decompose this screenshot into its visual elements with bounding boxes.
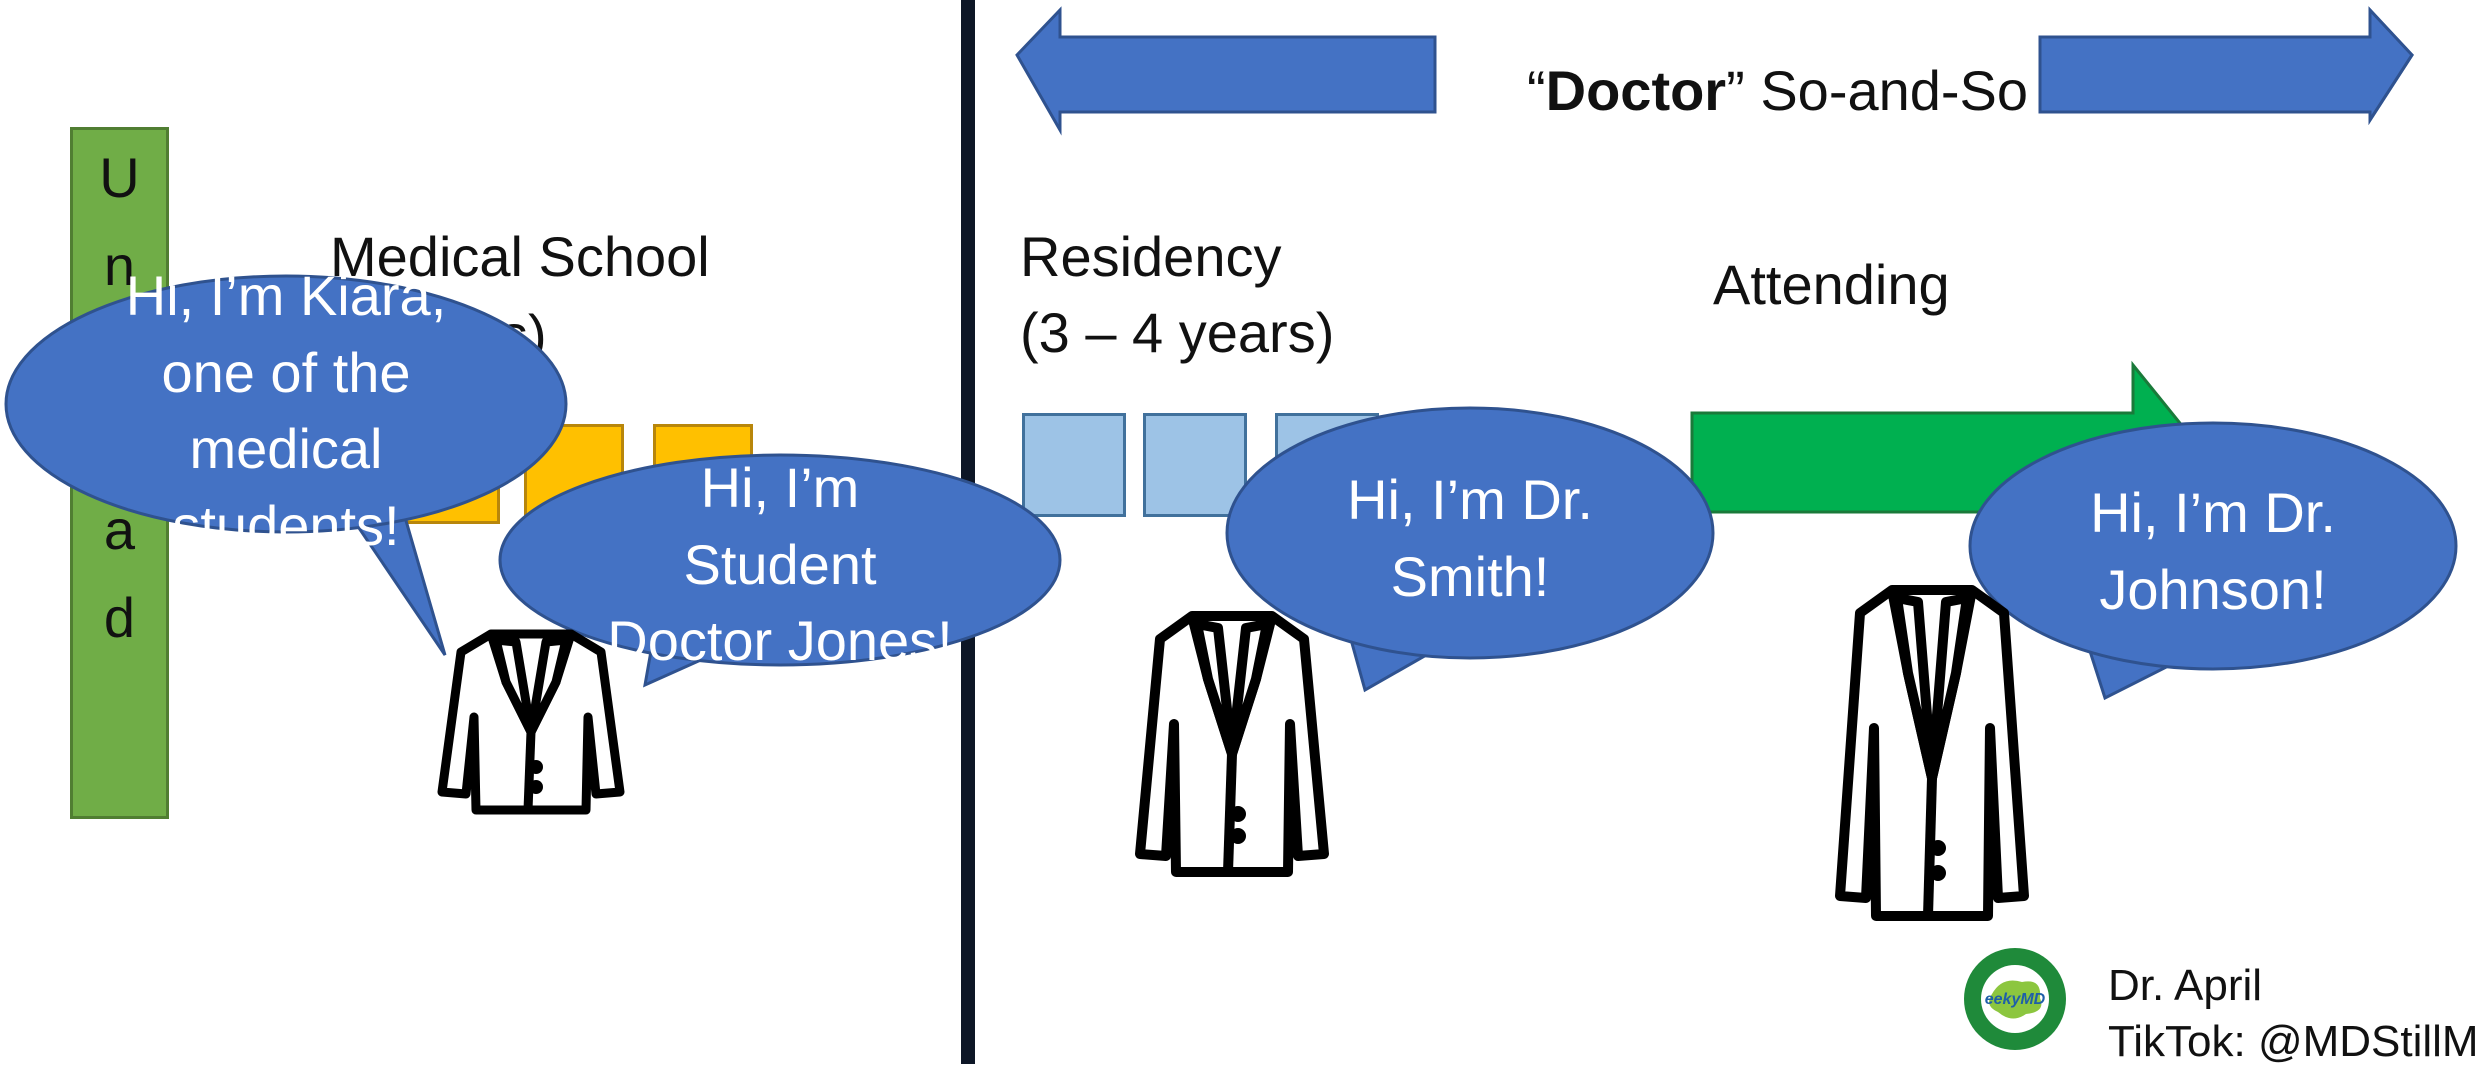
- credit-name: Dr. April: [2108, 961, 2263, 1010]
- bubble-line: Hi, I’m Dr.: [1347, 468, 1593, 531]
- bubble-line: Smith!: [1390, 544, 1550, 608]
- credit-block: Dr. April TikTok: @MDStillM: [2108, 958, 2479, 1070]
- logo-text: eekyMD: [1985, 991, 2046, 1008]
- jones-bubble-text: Hi, I’m Student Doctor Jones!: [607, 450, 953, 680]
- bubble-line: Hi, I’m: [700, 456, 860, 519]
- bubble-line: Hi, I’m Kiara,: [125, 264, 447, 327]
- bubble-line: students!: [172, 494, 400, 558]
- residency-year-block: [1022, 413, 1126, 517]
- kiara-speech-bubble: [4, 274, 568, 656]
- eekymd-logo-icon: eekyMD: [1964, 948, 2066, 1050]
- residency-year-block: [1143, 413, 1247, 517]
- doctor-quote-rest: ” So-and-So: [1726, 59, 2029, 122]
- smith-speech-bubble: [1225, 406, 1715, 693]
- smith-bubble-text: Hi, I’m Dr. Smith!: [1347, 462, 1593, 615]
- jones-speech-bubble: [498, 453, 1062, 688]
- undergrad-letter: U: [99, 146, 140, 209]
- johnson-speech-bubble: [1968, 421, 2458, 701]
- left-arrow-icon: [1015, 6, 1437, 136]
- doctor-so-and-so-label: “Doctor” So-and-So: [1527, 56, 2028, 126]
- bubble-line: one of the: [161, 340, 411, 404]
- johnson-bubble-text: Hi, I’m Dr. Johnson!: [2090, 475, 2336, 628]
- bubble-line: Doctor Jones!: [607, 609, 953, 673]
- doctor-quote-open: “: [1527, 59, 1546, 122]
- white-coat-icon: [1835, 585, 2029, 921]
- undergrad-letter: n: [103, 234, 136, 297]
- residency-label: Residency: [1020, 225, 1282, 288]
- bubble-line: Johnson!: [2099, 557, 2327, 621]
- bubble-line: Hi, I’m Dr.: [2090, 481, 2336, 544]
- medical-school-label: Medical School: [330, 225, 710, 288]
- bubble-line: medical: [189, 417, 383, 481]
- white-coat-icon: [437, 629, 625, 815]
- kiara-bubble-text: Hi, I’m Kiara, one of the medical studen…: [126, 258, 447, 565]
- attending-label: Attending: [1713, 253, 1950, 316]
- doctor-bold-word: Doctor: [1545, 59, 1727, 122]
- residency-years: (3 – 4 years): [1020, 301, 1335, 364]
- undergrad-letter: d: [103, 586, 136, 649]
- bubble-line: Student: [683, 532, 877, 596]
- credit-tiktok: TikTok: @MDStillM: [2108, 1017, 2479, 1066]
- white-coat-icon: [1135, 611, 1329, 877]
